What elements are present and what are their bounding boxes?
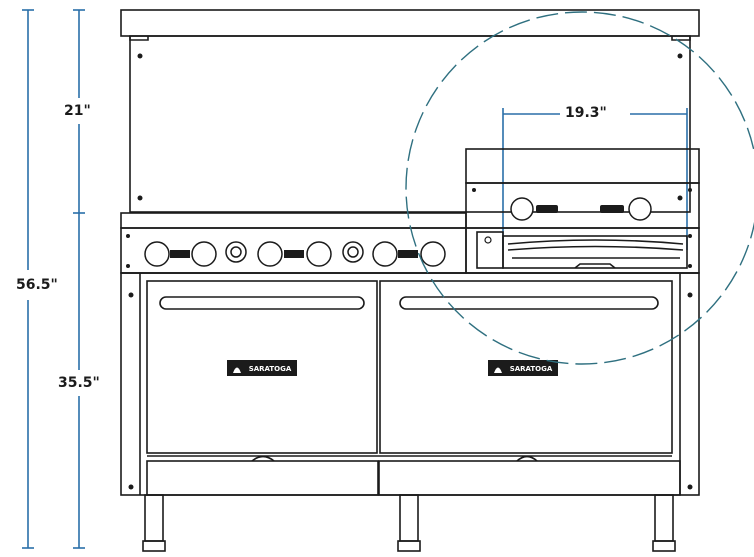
broiler-width-label: 19.3" bbox=[565, 105, 607, 121]
knob-6 bbox=[420, 241, 446, 267]
knob-label-1 bbox=[170, 250, 190, 258]
kick-panel-left bbox=[146, 460, 379, 496]
oven-handle-right bbox=[399, 296, 659, 310]
knob-5 bbox=[372, 241, 398, 267]
leg-foot-1 bbox=[142, 540, 166, 552]
oven-handle-left bbox=[159, 296, 365, 310]
leg-2 bbox=[399, 494, 419, 542]
oven-thermostat-right-center bbox=[347, 246, 359, 258]
knob-1 bbox=[144, 241, 170, 267]
broiler-knob-left bbox=[510, 197, 534, 221]
oven-door-left bbox=[146, 280, 378, 454]
broiler-top bbox=[465, 148, 700, 184]
broiler-opening bbox=[502, 235, 688, 269]
overall-height-label: 56.5" bbox=[16, 277, 58, 293]
backsplash-top bbox=[120, 9, 700, 37]
broiler-rack-mid bbox=[507, 245, 684, 251]
knob-3 bbox=[257, 241, 283, 267]
brand-badge-right: SARATOGA bbox=[488, 360, 558, 376]
broiler-knob-label-right bbox=[600, 205, 624, 213]
kick-panel-right bbox=[378, 460, 681, 496]
oven-door-right bbox=[379, 280, 673, 454]
manifold-top bbox=[120, 212, 467, 229]
screws bbox=[126, 53, 693, 490]
broiler-rack-top bbox=[507, 239, 684, 245]
broiler-callout-circle bbox=[405, 11, 754, 365]
broiler-control-panel bbox=[465, 182, 700, 229]
broiler-body bbox=[465, 227, 700, 274]
knob-4 bbox=[306, 241, 332, 267]
knob-2 bbox=[191, 241, 217, 267]
leg-3 bbox=[654, 494, 674, 542]
broiler-knob-right bbox=[628, 197, 652, 221]
brand-logo-text-left: SARATOGA bbox=[249, 365, 292, 373]
burner-knobs bbox=[144, 241, 446, 267]
knob-label-2 bbox=[284, 250, 304, 258]
brand-logo-text-right: SARATOGA bbox=[510, 365, 553, 373]
range-body bbox=[120, 9, 700, 552]
backsplash-height-label: 21" bbox=[64, 103, 91, 119]
backsplash-panel bbox=[129, 35, 691, 213]
knob-label-3 bbox=[398, 250, 418, 258]
oven-thermostat-left-center bbox=[230, 246, 242, 258]
broiler-knob-label-left bbox=[536, 205, 558, 213]
leg-1 bbox=[144, 494, 164, 542]
leg-foot-3 bbox=[652, 540, 676, 552]
lower-height-label: 35.5" bbox=[58, 375, 100, 391]
kick-vent-right bbox=[516, 455, 538, 462]
kick-vent-left bbox=[251, 455, 275, 462]
leg-foot-2 bbox=[397, 540, 421, 552]
brand-badge-left: SARATOGA bbox=[227, 360, 297, 376]
broiler-knobs bbox=[510, 197, 652, 221]
broiler-pan-handle bbox=[574, 263, 616, 269]
